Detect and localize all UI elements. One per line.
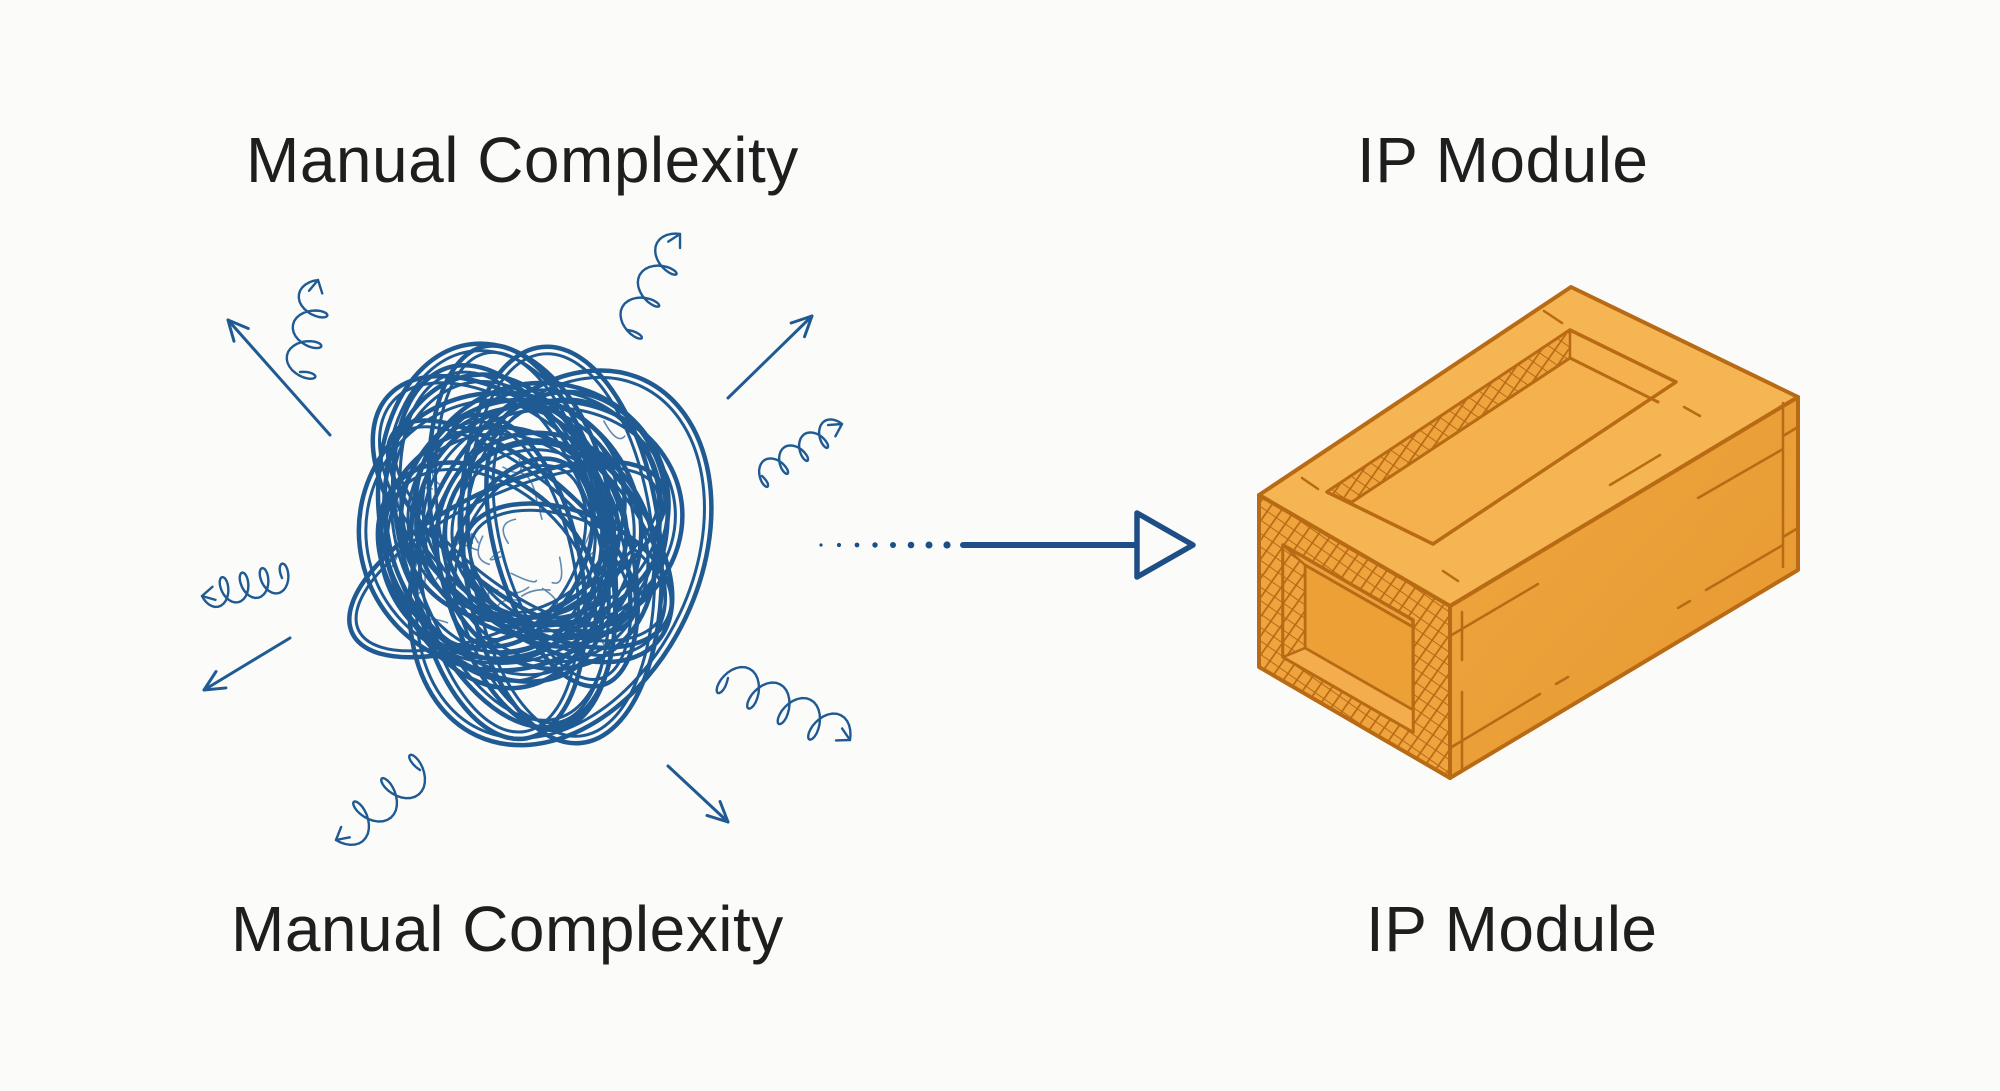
tangle-loop	[434, 430, 658, 672]
tangle-hair	[564, 424, 569, 453]
tangle-hair	[435, 576, 465, 603]
arrow-dot	[890, 542, 896, 548]
tangle-hair	[483, 648, 495, 660]
arrow-dot	[907, 541, 915, 549]
label-manual-complexity-bottom: Manual Complexity	[231, 893, 784, 965]
tangle-hair	[452, 536, 479, 552]
tangle-loop	[450, 448, 621, 619]
outward-arrow-line	[202, 636, 292, 692]
tangle-loop	[375, 341, 615, 691]
coil-arrow-head	[834, 727, 852, 742]
coil-arrow-head	[334, 825, 351, 842]
tangle-hair	[510, 572, 538, 583]
tangled-scribble-icon	[200, 232, 852, 846]
arrow-head	[1134, 510, 1196, 580]
tangle-hair	[491, 588, 502, 595]
tangle-hair	[502, 458, 522, 474]
tangle-hair	[477, 535, 491, 566]
tangle-hair	[455, 538, 473, 547]
outward-arrow-head	[202, 670, 228, 692]
outward-arrow-line	[726, 314, 814, 400]
tangle-hair	[579, 491, 588, 509]
tangle-hair	[470, 532, 479, 545]
label-manual-complexity-top: Manual Complexity	[246, 124, 799, 196]
tangle-hair	[520, 588, 551, 597]
box-top-recess-edge	[1350, 356, 1660, 504]
tangle-hair	[516, 472, 538, 504]
tangle-hair	[431, 461, 444, 488]
arrow-dot	[854, 542, 860, 548]
outward-arrow-line	[226, 318, 332, 437]
tangle-hair	[500, 577, 530, 594]
tangle-hair	[494, 599, 522, 625]
arrow-dot	[819, 543, 823, 547]
tangle-loop	[457, 389, 670, 649]
tangle-hair	[521, 627, 544, 658]
tangle-hair	[612, 515, 625, 527]
outward-arrow-head	[789, 314, 814, 339]
tangle-hair	[502, 518, 517, 545]
box-opening-wall	[1281, 543, 1307, 659]
outward-arrow-line	[666, 764, 730, 824]
coil-arrow	[334, 753, 427, 846]
coil-arrow	[715, 665, 852, 742]
tangle-loop	[465, 397, 663, 641]
tangle-hair	[393, 496, 404, 520]
outward-arrow-head	[226, 318, 250, 343]
tangle-hair	[577, 438, 583, 444]
tangle-hair	[573, 551, 594, 565]
coil-arrow	[200, 562, 290, 609]
tangle-hair	[485, 469, 512, 487]
tangle-hair	[410, 486, 433, 512]
tangle-hair	[583, 517, 593, 546]
tangle-hair	[391, 544, 403, 568]
tangle-hair	[395, 500, 406, 513]
tangle-hair	[551, 556, 563, 584]
tangle-hair	[489, 550, 502, 561]
arrow-dot	[943, 541, 951, 549]
tangle-loop	[414, 398, 685, 641]
coil-arrow	[619, 232, 682, 340]
tangle-hair	[490, 626, 516, 641]
tangle-hair	[539, 504, 545, 520]
coil-arrow-head	[200, 585, 217, 602]
coil-arrow-head	[307, 278, 324, 295]
tangle-loop	[421, 406, 677, 633]
tangle-hair	[413, 569, 426, 598]
coil-arrow	[285, 278, 329, 380]
coil-arrow-head	[667, 232, 682, 250]
tangle-hair	[486, 604, 515, 617]
tangle-hair	[541, 587, 559, 619]
label-ip-module-top: IP Module	[1357, 124, 1649, 196]
arrow-dot	[836, 542, 842, 548]
tangle-loop	[407, 368, 714, 748]
arrow-dot	[872, 542, 878, 548]
isometric-box-module-icon	[1257, 285, 1800, 780]
outward-arrow-head	[705, 799, 730, 824]
tangle-hair	[596, 616, 606, 647]
arrow-dot	[925, 541, 933, 549]
coil-arrow	[757, 418, 844, 489]
tangle-hair	[426, 618, 449, 629]
coil-arrow-head	[826, 422, 844, 438]
tangle-hair	[625, 571, 637, 583]
tangle-hair	[603, 420, 626, 440]
tangle-hair	[487, 590, 514, 602]
label-ip-module-bottom: IP Module	[1366, 893, 1658, 965]
dotted-arrow-icon	[819, 510, 1196, 580]
box-panel-marks	[1300, 309, 1800, 772]
tangle-hair	[406, 550, 418, 578]
